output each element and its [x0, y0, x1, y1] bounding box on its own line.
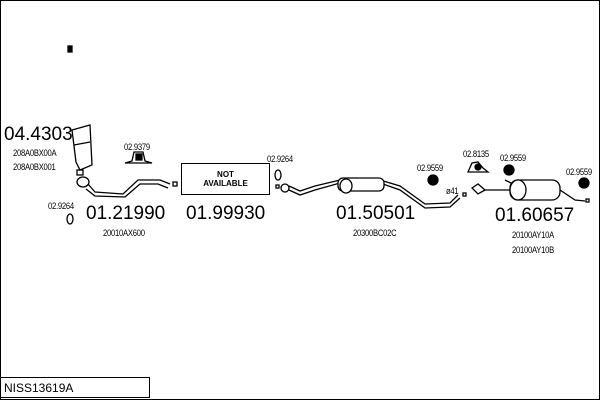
rubber-b-label: 02.9559: [500, 153, 526, 163]
rear-silencer-oem-1: 20100AY10A: [512, 230, 554, 240]
rubbers-drawing: [427, 164, 590, 189]
mount-a-label: 02.9379: [124, 142, 150, 152]
reference-code: NISS13619A: [0, 377, 150, 398]
gasket-a-drawing: [66, 213, 74, 225]
catalyst-oem-2: 208A0BX001: [13, 162, 56, 172]
diameter-label: ø41: [446, 186, 459, 196]
gasket-a-label: 02.9264: [48, 201, 74, 211]
middle-silencer-part-number: 01.50501: [336, 203, 416, 224]
clamp-drawing: [466, 161, 490, 173]
middle-silencer-oem: 20300BC02C: [353, 228, 397, 238]
not-available-line-2: AVAILABLE: [203, 179, 248, 188]
catalyst-drawing: [67, 45, 93, 176]
rear-silencer-drawing: [470, 179, 590, 203]
catalyst-part-number: 04.4303: [4, 124, 73, 145]
not-available-box: NOT AVAILABLE: [181, 163, 270, 195]
rubber-c-label: 02.9559: [566, 167, 592, 177]
gasket-b-label: 02.9264: [267, 154, 293, 164]
clamp-label: 02.8135: [463, 149, 489, 159]
not-available-line-1: NOT: [217, 170, 234, 179]
front-pipe-oem: 20010AX600: [103, 228, 145, 238]
gasket-b-drawing: [274, 169, 282, 181]
front-pipe-drawing: [76, 176, 178, 198]
front-pipe-part-number: 01.21990: [86, 203, 166, 224]
mount-drawing: [124, 151, 153, 164]
middle-silencer-drawing: [275, 177, 467, 209]
rear-silencer-part-number: 01.60657: [495, 205, 575, 226]
catalyst-oem-1: 208A0BX00A: [13, 148, 57, 158]
rear-silencer-oem-2: 20100AY10B: [512, 245, 554, 255]
centre-part-number: 01.99930: [186, 203, 266, 224]
rubber-a-label: 02.9559: [417, 163, 443, 173]
